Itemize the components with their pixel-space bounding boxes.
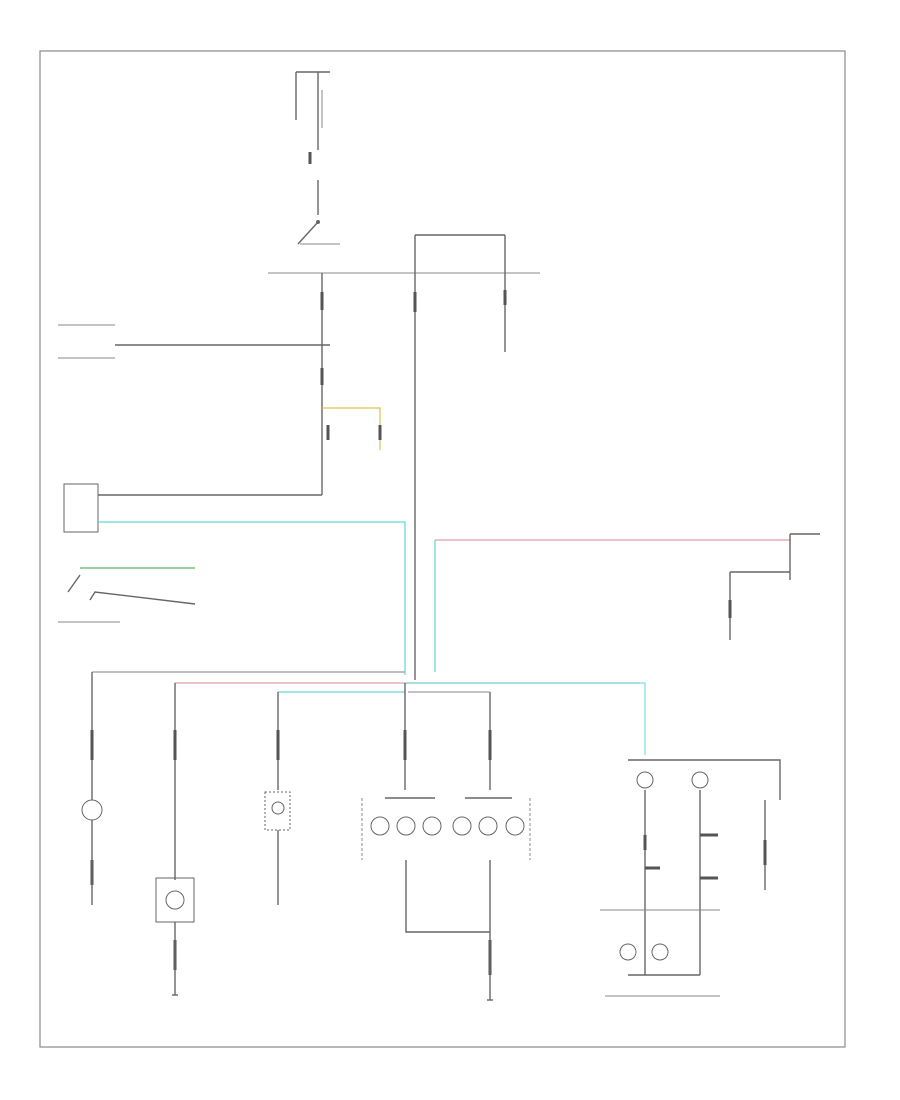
battery-fuse-group <box>295 71 340 245</box>
lamp-a-group <box>81 799 103 905</box>
door-switch-group <box>58 567 196 623</box>
right-lamp-group <box>728 533 820 640</box>
diagram-frame <box>39 50 846 1048</box>
cluster-lamp-3 <box>422 816 442 836</box>
cluster-lamp-4 <box>452 816 472 836</box>
illumination-bar <box>268 234 540 352</box>
relay-box <box>63 483 99 533</box>
lamp-a-bulb <box>81 799 103 821</box>
left-reference-group <box>58 324 330 359</box>
cluster-lamp-6 <box>505 816 525 836</box>
center-trunk <box>413 273 790 680</box>
lamp-b-box <box>155 877 195 923</box>
cluster-group <box>361 797 531 1000</box>
switch-feed <box>320 273 382 495</box>
ground-symbols <box>172 994 493 1001</box>
module-lamp-2 <box>691 771 709 789</box>
relay-group <box>63 483 406 675</box>
right-module-group <box>600 759 781 997</box>
module-lamp-1 <box>636 771 654 789</box>
cluster-lamp-5 <box>478 816 498 836</box>
lamp-b-group <box>155 877 195 995</box>
drop-connectors <box>90 730 492 975</box>
cluster-lamp-1 <box>370 816 390 836</box>
cluster-lamp-2 <box>396 816 416 836</box>
lamp-c-group <box>264 791 291 905</box>
distribution-bus <box>91 671 646 880</box>
